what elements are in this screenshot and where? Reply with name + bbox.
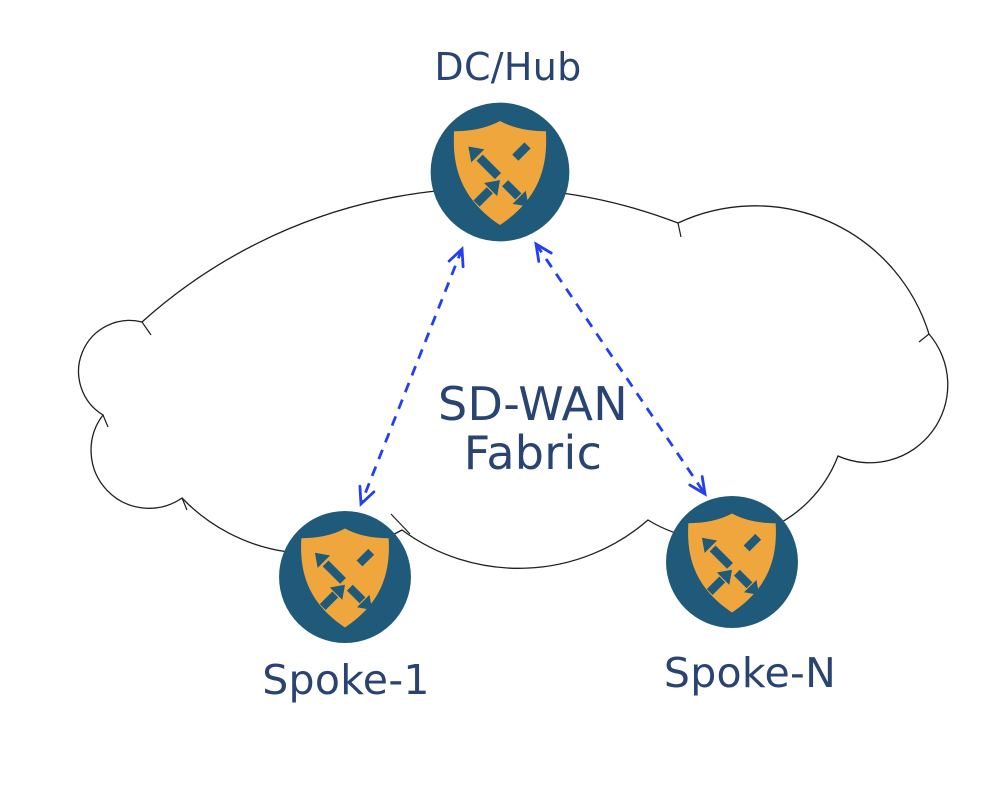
arrowhead-at-spoke1 [358,484,376,508]
spoke-n-label: Spoke-N [663,649,837,697]
sdwan-fabric-label-line1: SD-WAN [437,377,628,431]
link-hub-to-spokeN [534,241,707,497]
arrowhead-at-hub-right [534,241,553,263]
spoke-n-router-icon [666,496,798,628]
dc-hub-router-icon [431,103,570,242]
sdwan-fabric-label-line2: Fabric [463,426,603,480]
arrowhead-at-spokeN [688,475,707,497]
link-hub-to-spoke1 [358,245,465,508]
cloud-cusp-ticks [102,222,930,535]
dc-hub-label: DC/Hub [434,45,582,89]
sdwan-fabric-label: SD-WAN Fabric [383,380,683,478]
spoke-1-label: Spoke-1 [262,656,430,704]
arrowhead-at-hub-left [447,245,465,269]
spoke-1-router-icon [279,511,411,643]
